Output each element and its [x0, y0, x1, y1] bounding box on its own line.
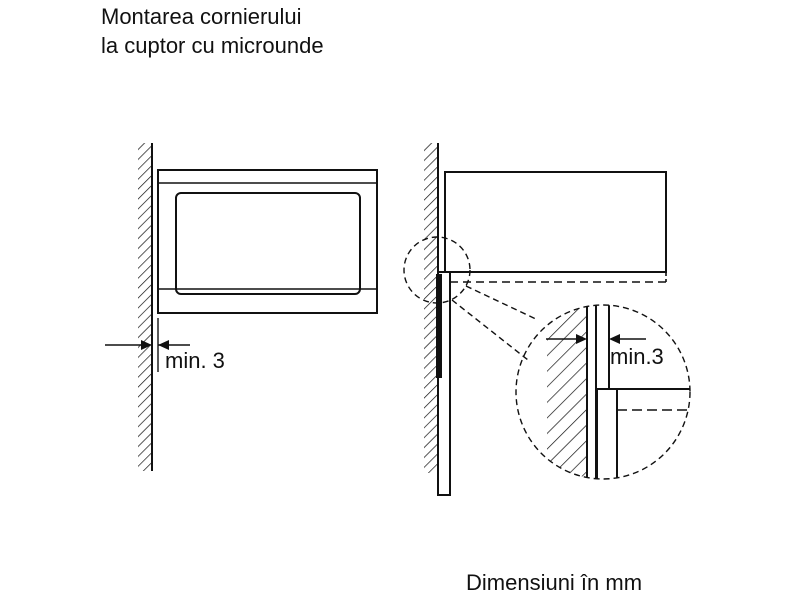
gap-dimension-detail: min.3	[546, 334, 664, 369]
detail-wall-hatching	[547, 305, 587, 479]
right-wall-hatching	[424, 143, 438, 473]
left-wall-hatching	[138, 143, 152, 471]
diagram-title-line-1: Montarea cornierului	[101, 4, 302, 29]
microwave-side	[444, 171, 667, 273]
dimensions-note: Dimensiuni în mm	[466, 570, 643, 595]
microwave-front	[157, 169, 378, 314]
diagram-title-line-2: la cuptor cu microunde	[101, 33, 324, 58]
microwave-door-window	[175, 192, 361, 295]
mounting-bracket	[436, 274, 442, 378]
detail-connector-lower	[451, 299, 529, 361]
detail-connector-upper	[465, 285, 539, 321]
detail-magnified-view: min.3	[515, 304, 691, 480]
detail-marker-circle	[403, 236, 471, 304]
detail-circle-outline	[515, 304, 691, 480]
gap-dimension-left: min. 3	[105, 318, 225, 373]
gap-label-left: min. 3	[165, 348, 225, 373]
detail-cabinet-panel	[596, 388, 618, 479]
front-view: min. 3	[105, 143, 378, 471]
gap-label-detail: min.3	[610, 344, 664, 369]
side-view: min.3	[403, 143, 691, 496]
